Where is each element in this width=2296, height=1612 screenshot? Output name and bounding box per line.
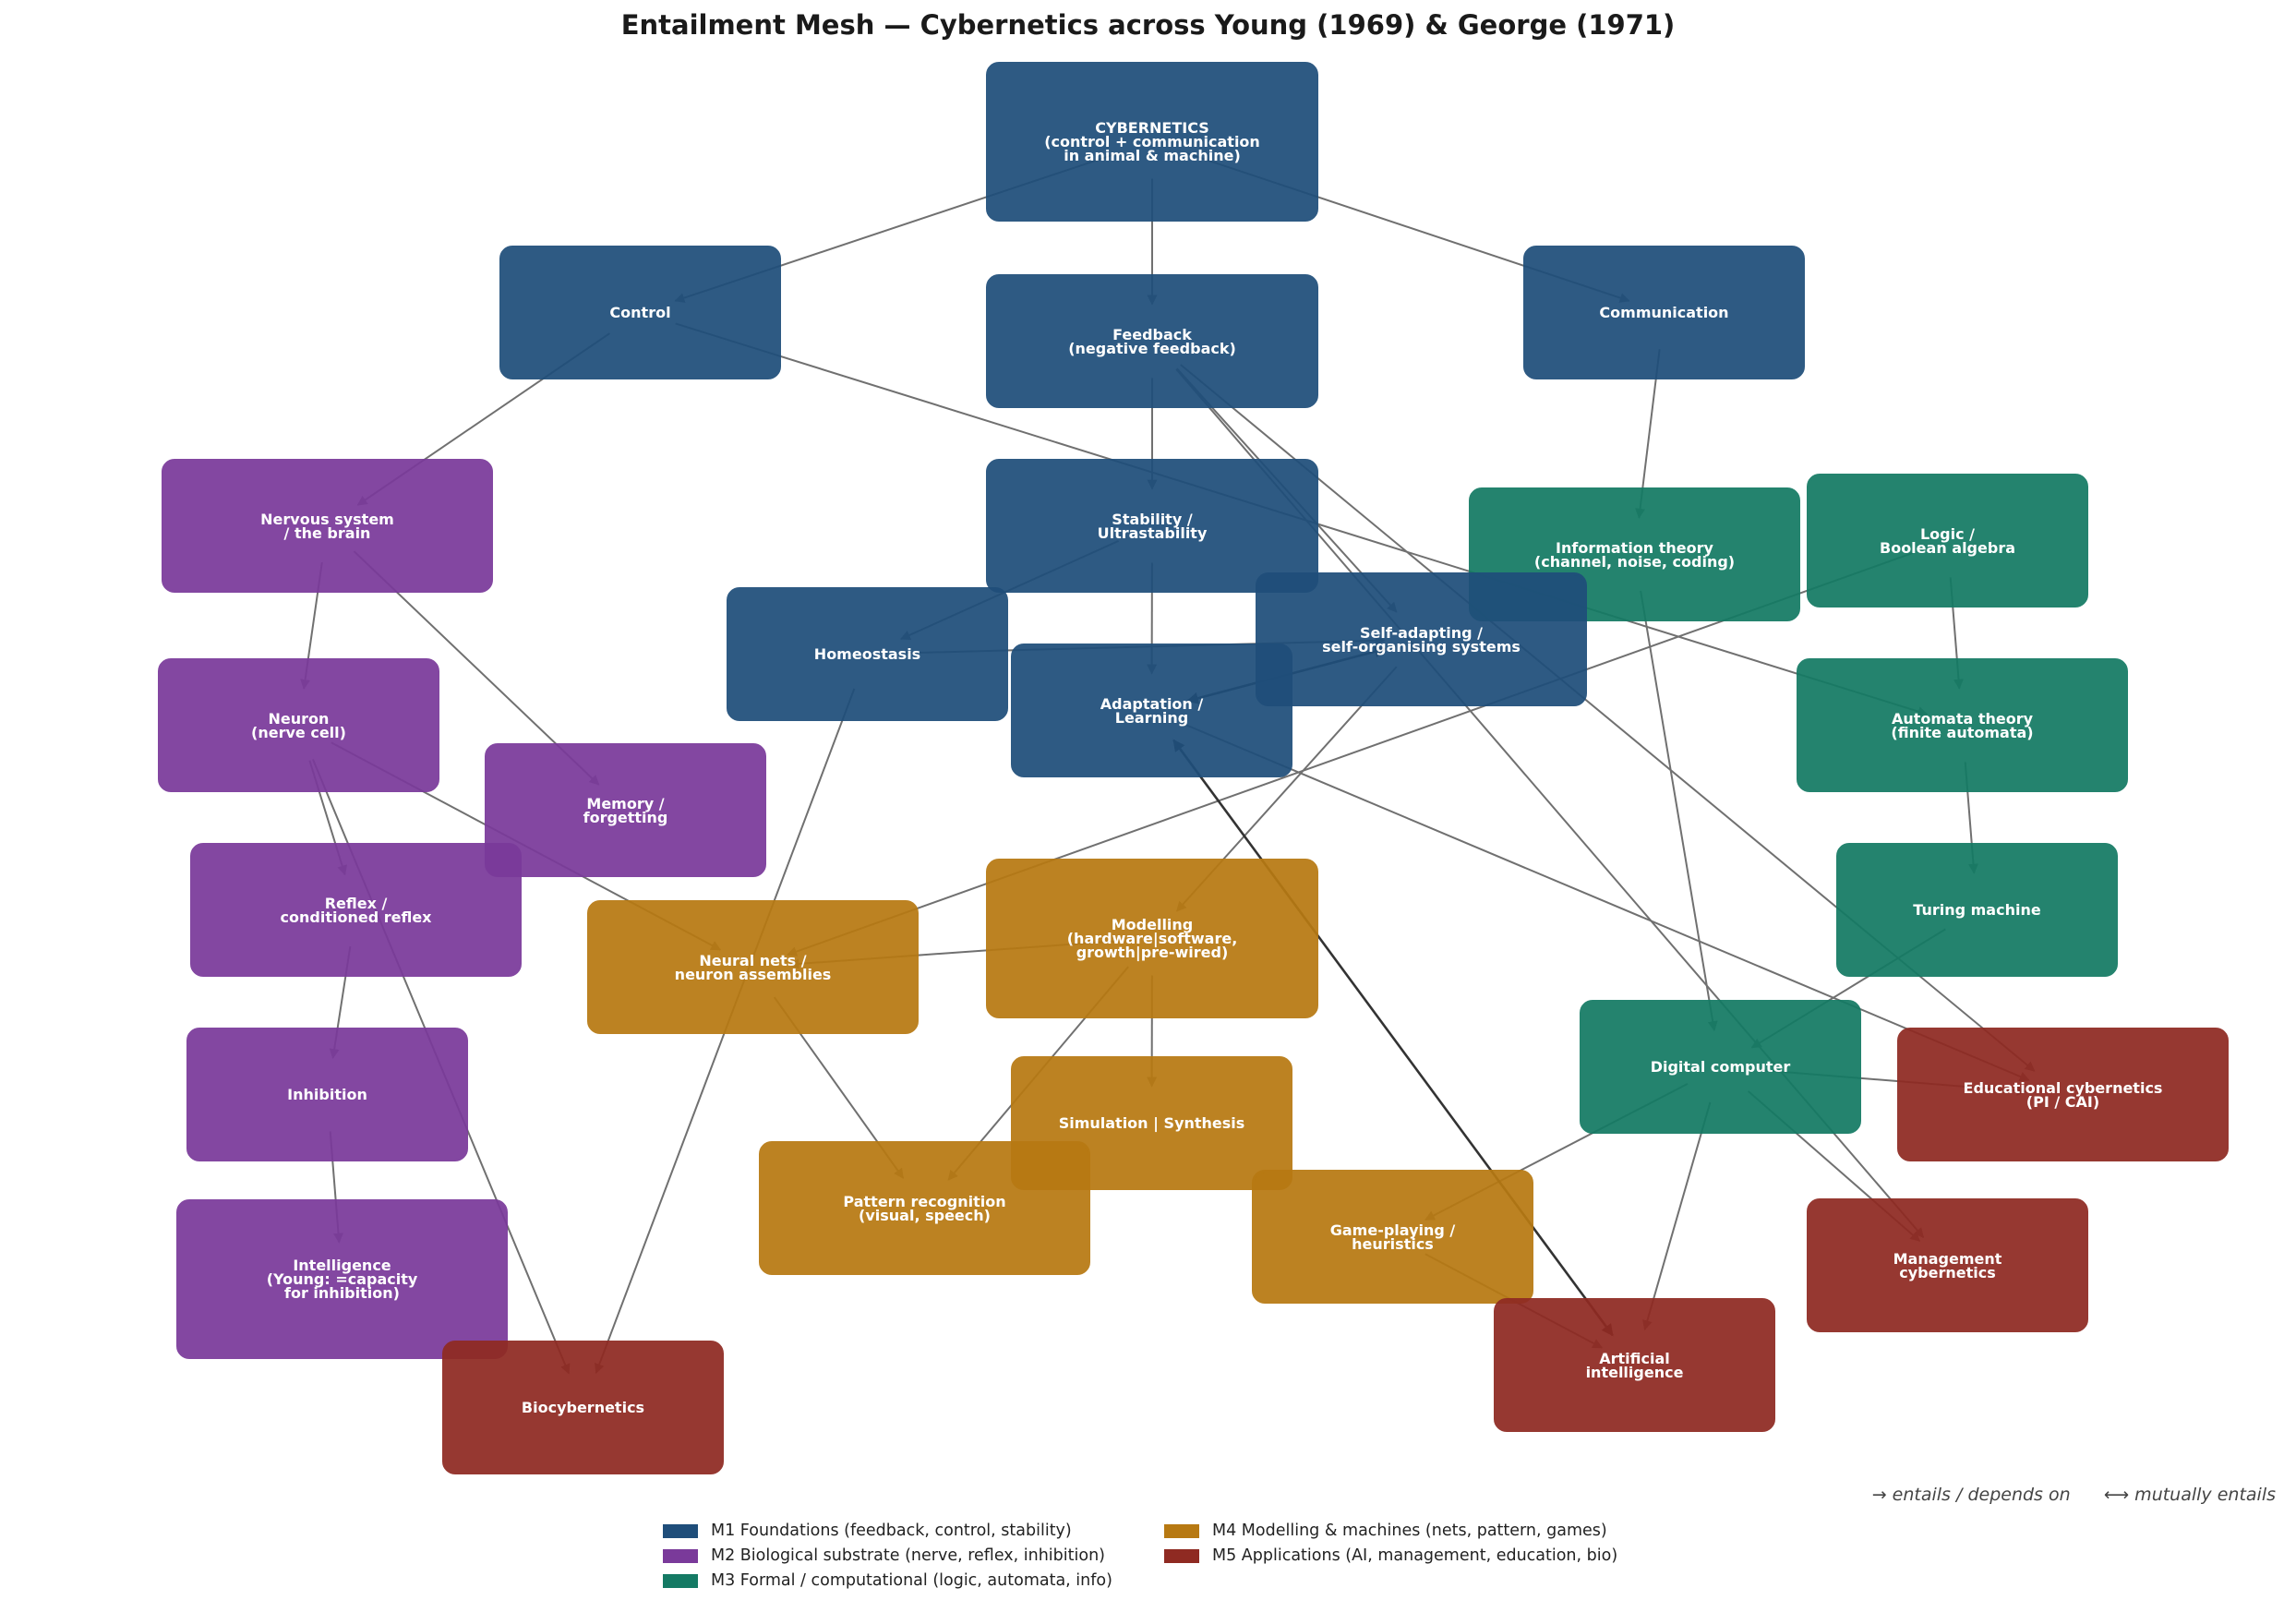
node-neural-nets[interactable]: Neural nets / neuron assemblies — [587, 900, 919, 1034]
edge-info-digital — [1640, 590, 1718, 1032]
node-communication[interactable]: Communication — [1523, 246, 1805, 379]
node-self-adapting[interactable]: Self-adapting / self-organising systems — [1256, 572, 1587, 706]
legend-swatch — [663, 1573, 698, 1588]
node-homeostasis[interactable]: Homeostasis — [727, 587, 1008, 721]
mutual-note: ⟷ mutually entails — [2103, 1485, 2276, 1505]
legend-item-m4: M4 Modelling & machines (nets, pattern, … — [1164, 1522, 1607, 1540]
legend-item-m2: M2 Biological substrate (nerve, reflex, … — [663, 1546, 1105, 1565]
node-stability[interactable]: Stability / Ultrastability — [986, 459, 1318, 593]
entails-note: → entails / depends on — [1871, 1485, 2071, 1505]
node-management-cybernetics[interactable]: Management cybernetics — [1807, 1198, 2088, 1332]
node-intelligence[interactable]: Intelligence (Young: =capacity for inhib… — [176, 1199, 508, 1359]
legend: M1 Foundations (feedback, control, stabi… — [663, 1522, 1660, 1595]
legend-label: M2 Biological substrate (nerve, reflex, … — [711, 1546, 1105, 1565]
legend-swatch — [1164, 1523, 1199, 1538]
node-feedback[interactable]: Feedback (negative feedback) — [986, 274, 1318, 408]
node-modelling[interactable]: Modelling (hardware|software, growth|pre… — [986, 859, 1318, 1018]
node-information-theory[interactable]: Information theory (channel, noise, codi… — [1469, 487, 1800, 621]
node-nervous-system[interactable]: Nervous system / the brain — [162, 459, 493, 593]
node-biocybernetics[interactable]: Biocybernetics — [442, 1341, 724, 1474]
legend-item-m3: M3 Formal / computational (logic, automa… — [663, 1571, 1112, 1590]
node-control[interactable]: Control — [499, 246, 781, 379]
node-artificial-intelligence[interactable]: Artificial intelligence — [1494, 1298, 1775, 1432]
node-turing-machine[interactable]: Turing machine — [1836, 843, 2118, 977]
mutual-edge-adaptation-ai — [1172, 739, 1614, 1337]
node-educational-cybernetics[interactable]: Educational cybernetics (PI / CAI) — [1897, 1028, 2229, 1161]
node-memory[interactable]: Memory / forgetting — [485, 743, 766, 877]
diagram-title: Entailment Mesh — Cybernetics across You… — [620, 9, 1676, 41]
legend-item-m1: M1 Foundations (feedback, control, stabi… — [663, 1522, 1072, 1540]
node-reflex[interactable]: Reflex / conditioned reflex — [190, 843, 522, 977]
node-pattern-recognition[interactable]: Pattern recognition (visual, speech) — [759, 1141, 1090, 1275]
node-inhibition[interactable]: Inhibition — [186, 1028, 468, 1161]
arrow-key-note: → entails / depends on ⟷ mutually entail… — [1872, 1485, 2276, 1505]
node-cybernetics[interactable]: CYBERNETICS (control + communication in … — [986, 62, 1318, 222]
legend-label: M1 Foundations (feedback, control, stabi… — [711, 1522, 1072, 1540]
legend-swatch — [663, 1523, 698, 1538]
node-logic[interactable]: Logic / Boolean algebra — [1807, 474, 2088, 608]
legend-label: M5 Applications (AI, management, educati… — [1212, 1546, 1618, 1565]
node-neuron[interactable]: Neuron (nerve cell) — [158, 658, 439, 792]
node-simulation[interactable]: Simulation | Synthesis — [1011, 1056, 1292, 1190]
legend-item-m5: M5 Applications (AI, management, educati… — [1164, 1546, 1617, 1565]
node-automata-theory[interactable]: Automata theory (finite automata) — [1797, 658, 2128, 792]
legend-swatch — [1164, 1548, 1199, 1563]
node-digital-computer[interactable]: Digital computer — [1580, 1000, 1861, 1134]
legend-swatch — [663, 1548, 698, 1563]
legend-label: M4 Modelling & machines (nets, pattern, … — [1212, 1522, 1607, 1540]
edge-digital-ai — [1642, 1101, 1712, 1331]
node-adaptation[interactable]: Adaptation / Learning — [1011, 644, 1292, 777]
node-game-playing[interactable]: Game-playing / heuristics — [1252, 1170, 1533, 1304]
legend-label: M3 Formal / computational (logic, automa… — [711, 1571, 1112, 1590]
